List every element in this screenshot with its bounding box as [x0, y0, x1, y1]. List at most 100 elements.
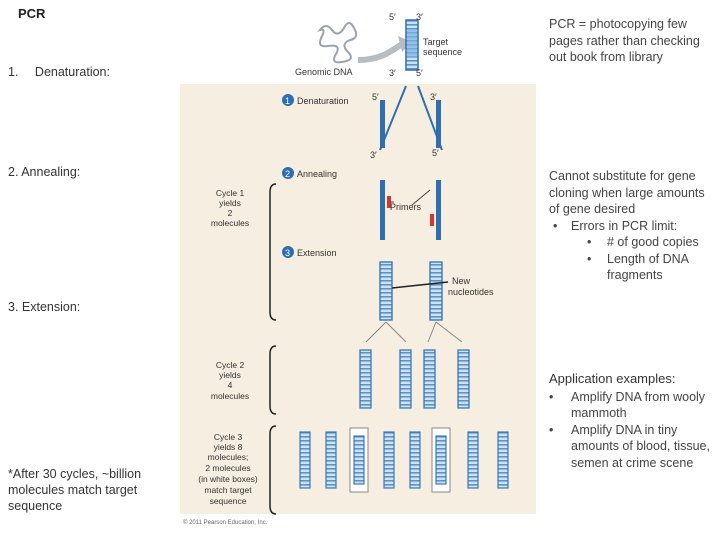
step1-badge	[282, 94, 294, 106]
limitations-list: • Errors in PCR limit: • # of good copie…	[549, 218, 714, 284]
step-denaturation: 1. Denaturation:	[8, 65, 110, 79]
end-3-top-right: 3′	[416, 12, 423, 22]
cycle3-line2: yields 8	[214, 442, 243, 452]
applications-block: Application examples: • Amplify DNA from…	[549, 371, 714, 471]
applications-heading: Application examples:	[549, 371, 676, 386]
cycle1-brace	[269, 183, 277, 321]
cycle3-molecule	[353, 435, 365, 485]
bullet-icon: •	[549, 422, 554, 437]
limitations-block: Cannot substitute for gene cloning when …	[549, 168, 714, 284]
cycle3-line6: match target	[204, 485, 252, 495]
bullet-icon: •	[553, 218, 558, 233]
cycle2-line3: 4	[228, 380, 233, 390]
step1-label: Denaturation	[297, 96, 349, 106]
cycle3-molecule	[497, 431, 509, 489]
cycle3-molecule	[383, 431, 395, 489]
pcr-figure: Genomic DNA 5′ 3′ 3′ 5′ Target sequence …	[180, 0, 538, 530]
cycle2-molecule	[457, 349, 470, 409]
cycle2-molecule	[399, 349, 412, 409]
limitations-item: • Errors in PCR limit:	[549, 218, 714, 235]
step2-label: Annealing	[297, 169, 337, 179]
step-denaturation-label: Denaturation:	[34, 65, 110, 79]
cycle3-line5: (in white boxes)	[198, 474, 258, 484]
limitations-errors: Errors in PCR limit:	[571, 218, 678, 233]
step3-badge	[282, 246, 294, 258]
cycle2-line1: Cycle 2	[216, 360, 245, 370]
step2-badge	[282, 167, 294, 179]
annealed-strand-left	[380, 180, 385, 240]
cycle3-molecule	[467, 431, 479, 489]
bullet-icon: •	[587, 235, 592, 249]
cycle1-line3: 2	[228, 208, 233, 218]
page-title: PCR	[18, 6, 46, 21]
applications-list: • Amplify DNA from wooly mammoth • Ampli…	[549, 389, 714, 472]
genomic-dna-label: Genomic DNA	[295, 67, 353, 77]
cycle2-molecule	[359, 349, 372, 409]
applications-item: • Amplify DNA in tiny amounts of blood, …	[549, 422, 714, 472]
end-3-bottom-left: 3′	[389, 68, 396, 78]
cycles-note: *After 30 cycles, ~billion molecules mat…	[8, 467, 142, 513]
arrow-c2-c	[427, 321, 437, 343]
cycle3-line7: sequence	[210, 496, 247, 506]
cycle3-molecule	[435, 435, 447, 485]
step3-number: 3	[285, 248, 290, 258]
end-3-denat-right: 3′	[430, 92, 437, 102]
bullet-icon: •	[549, 389, 554, 404]
primer-left	[387, 196, 391, 208]
new-nucleotide-pointer	[391, 281, 449, 289]
target-region	[407, 30, 417, 58]
single-strand-right	[436, 100, 441, 148]
cycle3-molecule	[299, 431, 311, 489]
step-number: 1.	[8, 65, 19, 79]
cycle3-line3: molecules;	[208, 452, 249, 462]
target-sequence-line1: Target	[423, 37, 449, 47]
cycle3-line4: 2 molecules	[205, 463, 250, 473]
end-5-denat-right: 5′	[432, 148, 439, 158]
end-5-denat-left: 5′	[372, 92, 379, 102]
pcr-diagram: Genomic DNA 5′ 3′ 3′ 5′ Target sequence …	[180, 12, 536, 526]
end-5-top-left: 5′	[389, 12, 396, 22]
cycle2-brace	[269, 345, 277, 415]
primer-pointer-right	[411, 189, 431, 206]
limitations-intro: Cannot substitute for gene cloning when …	[549, 169, 705, 216]
subitem-text: # of good copies	[607, 235, 699, 249]
cycle2-molecule	[423, 349, 436, 409]
copyright: © 2011 Pearson Education, Inc.	[183, 519, 268, 526]
arrow-c2-b	[385, 321, 407, 343]
new-nucleotides-line1: New	[452, 276, 471, 286]
step3-label: Extension	[297, 248, 337, 258]
cycle3-brace	[269, 425, 277, 515]
single-strand-left	[380, 100, 385, 148]
limitations-subitem: • # of good copies	[549, 234, 714, 251]
primers-label: Primers	[390, 202, 421, 212]
extended-molecule-left	[379, 261, 393, 321]
target-sequence-line2: sequence	[423, 47, 462, 57]
arrow-c2-a	[365, 321, 387, 343]
primer-right	[430, 214, 434, 226]
cycle2-line2: yields	[219, 370, 241, 380]
cycle3-line1: Cycle 3	[214, 432, 243, 442]
cycle3-molecules	[299, 427, 509, 493]
new-nucleotides-line2: nucleotides	[448, 287, 494, 297]
end-3-denat-left: 3′	[370, 150, 377, 160]
annealed-strand-right	[436, 180, 441, 240]
subitem-text: Length of DNA fragments	[607, 251, 689, 283]
applications-item-text: Amplify DNA in tiny amounts of blood, ti…	[571, 422, 710, 470]
step-extension-label: 3. Extension:	[8, 300, 81, 314]
step-annealing-label: 2. Annealing:	[8, 165, 81, 179]
analogy-note: PCR = photocopying few pages rather than…	[549, 17, 700, 64]
applications-item: • Amplify DNA from wooly mammoth	[549, 389, 714, 422]
cycle1-line4: molecules	[211, 218, 249, 228]
end-5-bottom-right: 5′	[416, 68, 423, 78]
cycle1-line1: Cycle 1	[216, 188, 245, 198]
bullet-icon: •	[587, 251, 592, 266]
cycle3-molecule	[325, 431, 337, 489]
cycle1-line2: yields	[219, 198, 241, 208]
arrow-c2-d	[435, 321, 463, 343]
applications-item-text: Amplify DNA from wooly mammoth	[571, 389, 706, 421]
cycle2-line4: molecules	[211, 391, 249, 401]
zoom-arrow	[357, 41, 404, 63]
step1-number: 1	[285, 96, 290, 106]
extended-molecule-right	[429, 261, 443, 321]
genomic-dna-shape	[317, 22, 358, 64]
